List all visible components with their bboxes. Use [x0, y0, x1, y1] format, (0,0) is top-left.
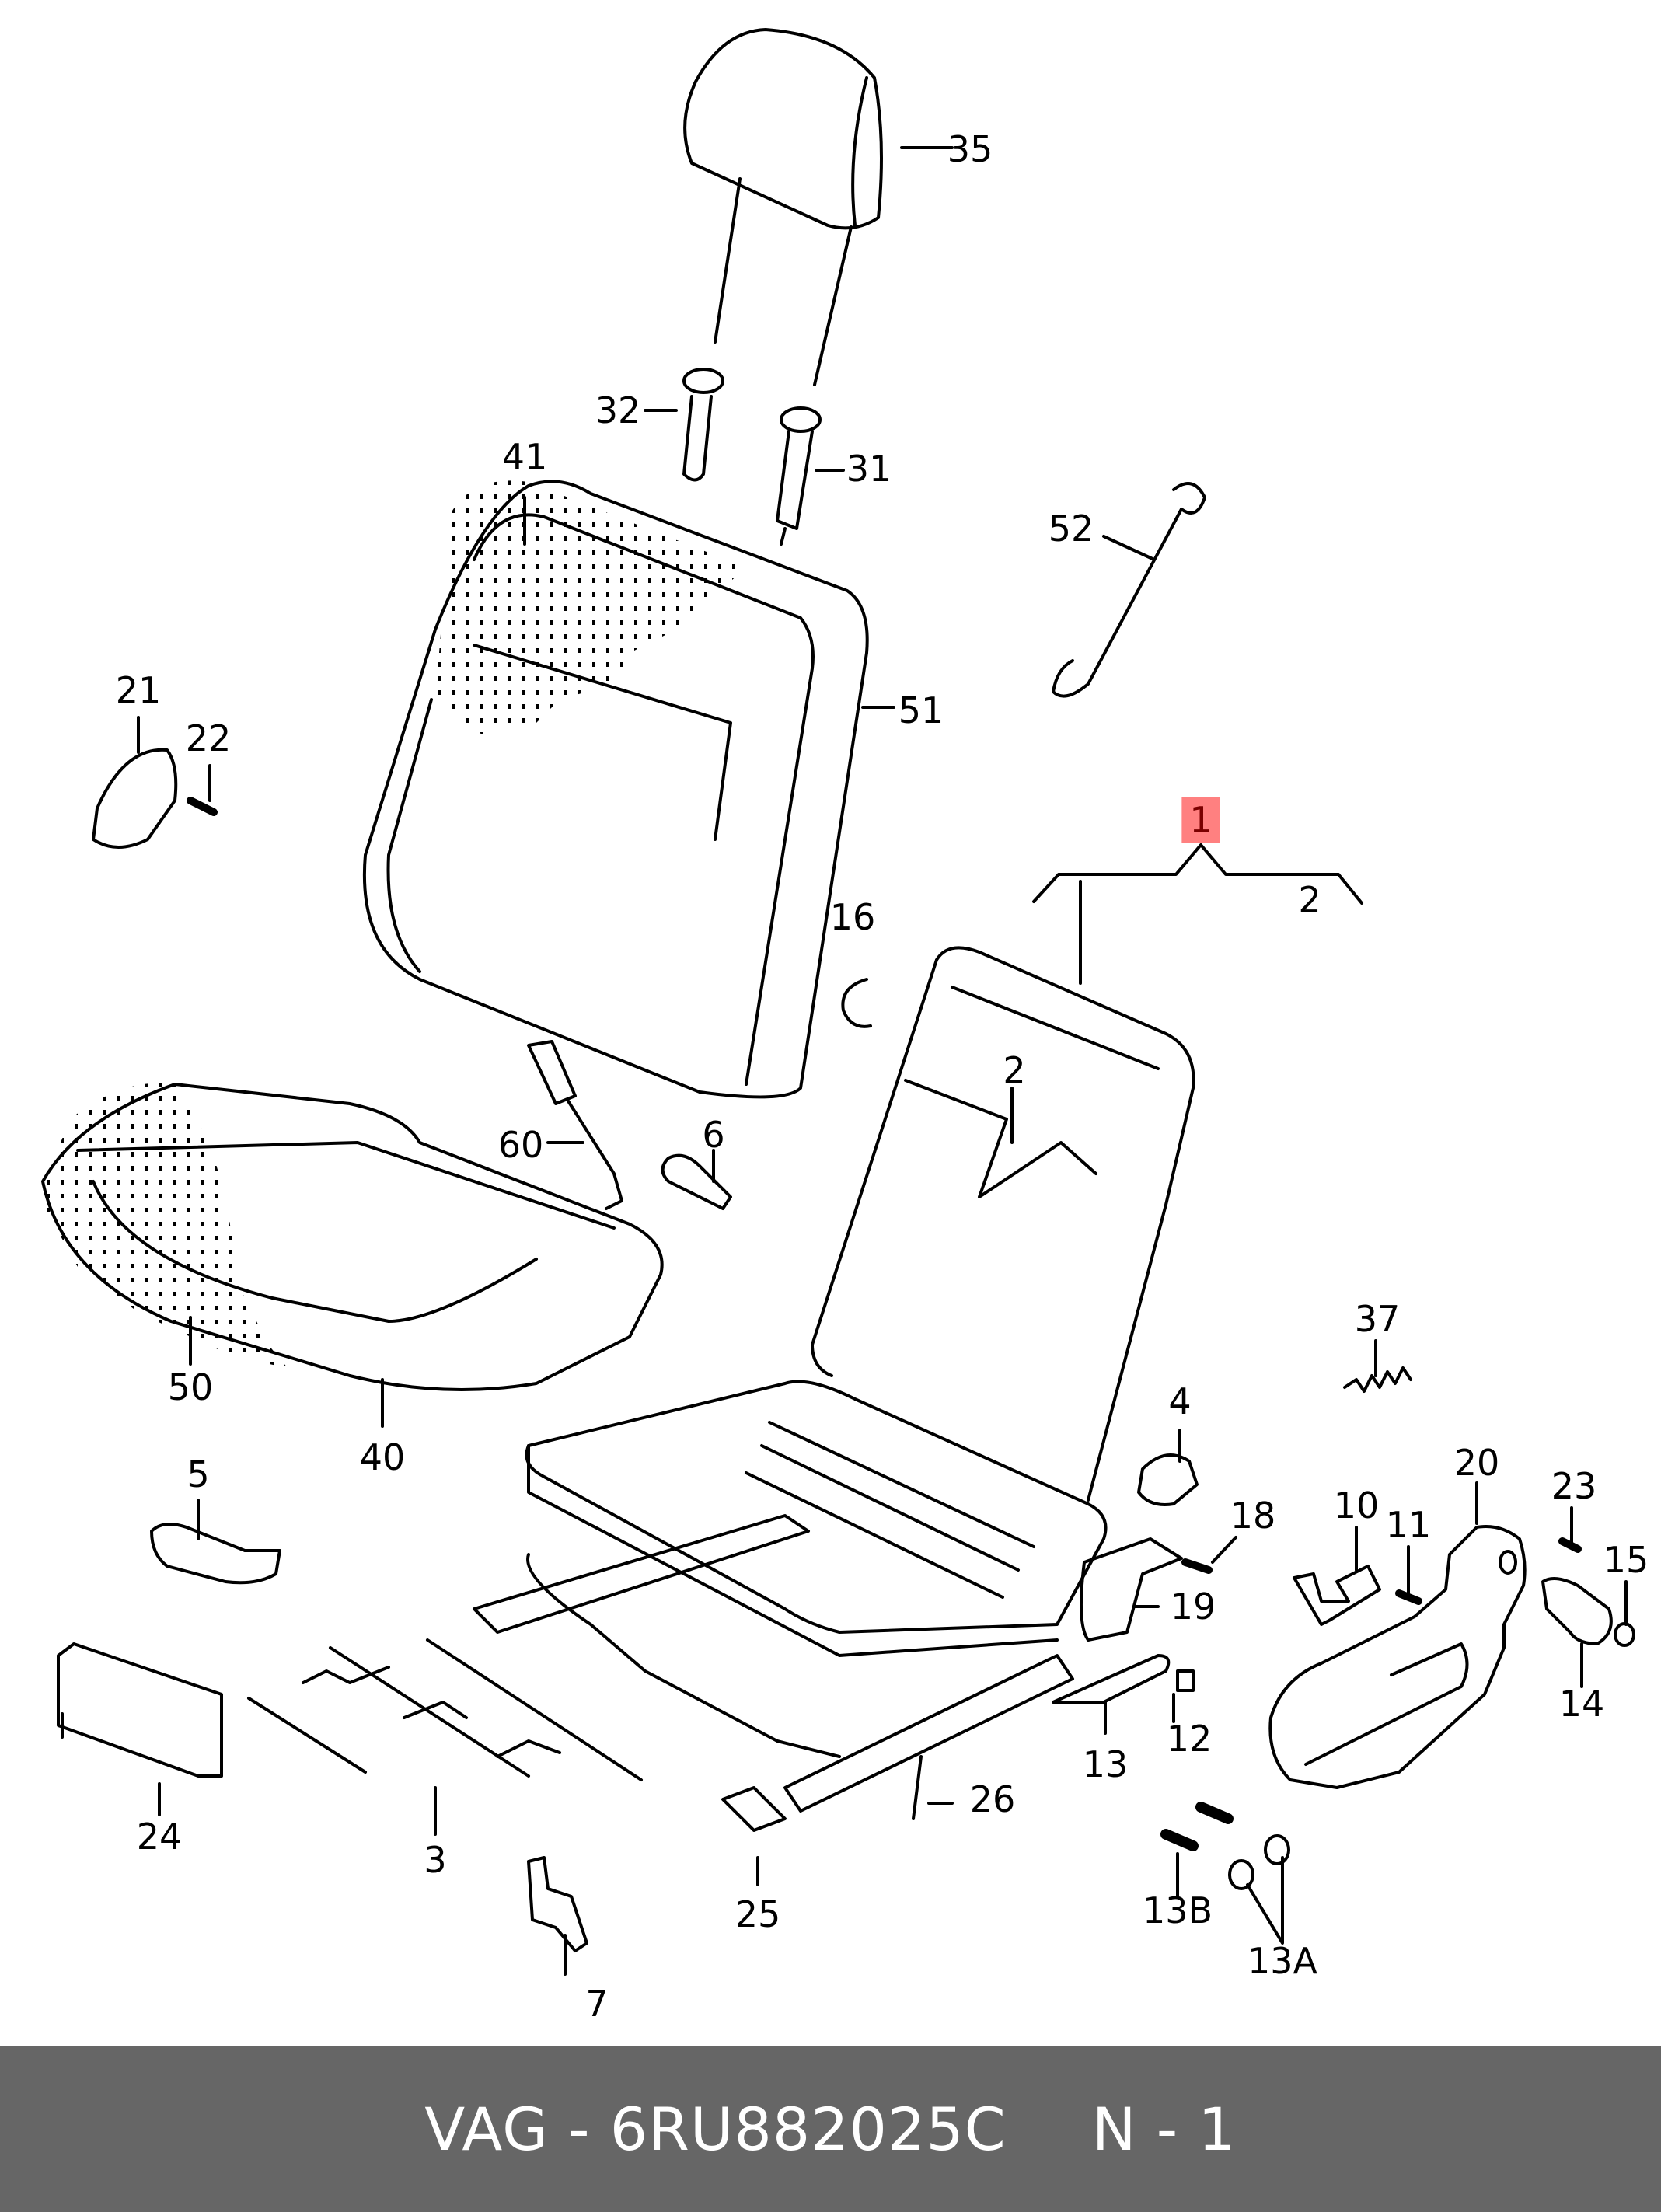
label-26: 26 — [969, 1778, 1016, 1820]
label-7: 7 — [585, 1983, 609, 2025]
leader-lines — [61, 146, 1628, 1976]
label-12: 12 — [1166, 1718, 1213, 1760]
part-1-bracket — [1032, 843, 1363, 985]
label-35: 35 — [947, 128, 993, 170]
footer-brand: VAG — [424, 2095, 549, 2164]
trim-part-13 — [1052, 1654, 1171, 1704]
label-19: 19 — [1170, 1586, 1216, 1628]
backrest-cover-part-41-51 — [362, 480, 869, 1099]
label-13A: 13A — [1247, 1940, 1318, 1982]
label-20: 20 — [1453, 1442, 1500, 1484]
label-13: 13 — [1082, 1743, 1129, 1785]
part-6 — [661, 1153, 732, 1210]
screw-part-22 — [187, 797, 218, 816]
label-51: 51 — [898, 689, 944, 731]
part-4 — [1137, 1453, 1199, 1506]
screw-part-18 — [1181, 1558, 1213, 1574]
label-41: 41 — [501, 436, 548, 478]
headrest-guide-part-32 — [682, 368, 724, 482]
cover-part-19 — [1080, 1537, 1183, 1642]
wire-mat-part-3 — [247, 1638, 643, 1781]
wire-hook-part-52 — [1052, 482, 1206, 698]
label-5: 5 — [187, 1453, 210, 1495]
label-11: 11 — [1385, 1504, 1432, 1546]
label-13B: 13B — [1142, 1889, 1213, 1931]
cover-part-21 — [92, 748, 178, 849]
label-50: 50 — [167, 1366, 214, 1408]
clip-part-25 — [721, 1786, 787, 1832]
bolts-part-13B — [1160, 1802, 1234, 1851]
footer-note: N - 1 — [1091, 2095, 1237, 2164]
label-32: 32 — [595, 389, 641, 431]
screw-part-26 — [912, 1755, 923, 1820]
seat-frame-part-1 — [473, 946, 1195, 1813]
seat-cushion-part-40-50 — [39, 1083, 664, 1428]
label-14: 14 — [1558, 1683, 1605, 1725]
label-10: 10 — [1333, 1485, 1380, 1526]
label-24: 24 — [136, 1816, 183, 1858]
label-1-highlighted[interactable]: 1 — [1181, 797, 1220, 843]
label-37: 37 — [1354, 1298, 1401, 1340]
trim-part-20 — [1268, 1525, 1527, 1789]
caps-part-13A — [1228, 1834, 1290, 1890]
label-22: 22 — [185, 717, 232, 759]
label-4: 4 — [1168, 1380, 1192, 1422]
parts-diagram: 35 32 31 41 52 51 21 22 1 2 16 2 60 6 50… — [39, 28, 1649, 2025]
cap-part-5 — [150, 1523, 281, 1585]
label-2-top: 2 — [1298, 879, 1321, 921]
bracket-part-7 — [527, 1856, 588, 1952]
label-2-frame: 2 — [1003, 1049, 1026, 1091]
clip-part-15 — [1614, 1622, 1635, 1647]
label-15: 15 — [1603, 1539, 1649, 1581]
label-60: 60 — [497, 1124, 544, 1166]
label-40: 40 — [359, 1436, 406, 1478]
knob-part-14 — [1541, 1577, 1613, 1645]
label-25: 25 — [735, 1893, 781, 1935]
spring-part-37 — [1343, 1366, 1412, 1393]
label-3: 3 — [424, 1839, 447, 1881]
label-21: 21 — [115, 669, 162, 711]
label-6: 6 — [702, 1114, 725, 1156]
label-52: 52 — [1048, 508, 1094, 550]
screw-part-23 — [1558, 1537, 1582, 1553]
clip-part-12 — [1176, 1669, 1195, 1692]
label-18: 18 — [1230, 1495, 1276, 1537]
footer-part-number: 6RU882025C — [609, 2095, 1007, 2164]
headrest-part-35 — [683, 28, 919, 386]
label-31: 31 — [846, 448, 892, 490]
diagram-drawing — [39, 28, 1635, 1976]
bracket-part-10 — [1293, 1565, 1381, 1626]
clip-part-16 — [841, 978, 872, 1028]
trim-part-24 — [57, 1642, 223, 1778]
footer-separator: - — [568, 2095, 591, 2164]
part-number-footer: VAG - 6RU882025C N - 1 — [0, 2046, 1661, 2212]
headrest-guide-part-31 — [776, 406, 822, 530]
belt-buckle-part-60 — [527, 1040, 623, 1210]
label-23: 23 — [1551, 1465, 1597, 1507]
label-16: 16 — [829, 896, 876, 938]
